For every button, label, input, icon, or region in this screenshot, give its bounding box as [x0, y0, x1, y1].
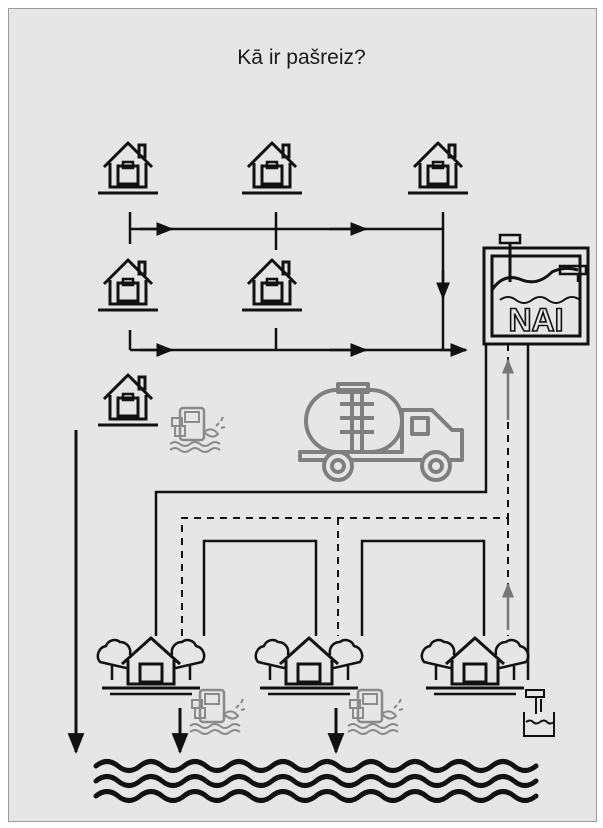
treatment-plant-icon: NAI — [482, 233, 590, 346]
septic-tank-icon — [346, 688, 405, 736]
discharge-outlet-icon — [523, 689, 555, 737]
house-with-trees-icon — [420, 636, 530, 696]
house-with-trees-icon — [254, 636, 364, 696]
house-with-trees-icon — [96, 636, 206, 696]
house-icon — [96, 135, 160, 195]
plant-label: NAI — [508, 302, 563, 338]
diagram-title: Kā ir pašreiz? — [237, 46, 366, 69]
house-icon — [96, 367, 160, 427]
septic-tank-icon — [168, 406, 227, 454]
house-icon — [96, 252, 160, 312]
house-icon — [240, 135, 304, 195]
house-icon — [406, 135, 470, 195]
diagram-canvas — [8, 8, 597, 822]
house-icon — [240, 252, 304, 312]
sewage-truck-icon — [298, 382, 464, 482]
pressure-pipe — [181, 344, 509, 636]
river-icon — [93, 759, 539, 803]
sewer-network — [128, 212, 466, 352]
pipe-network — [154, 344, 530, 680]
septic-tank-icon — [188, 688, 247, 736]
